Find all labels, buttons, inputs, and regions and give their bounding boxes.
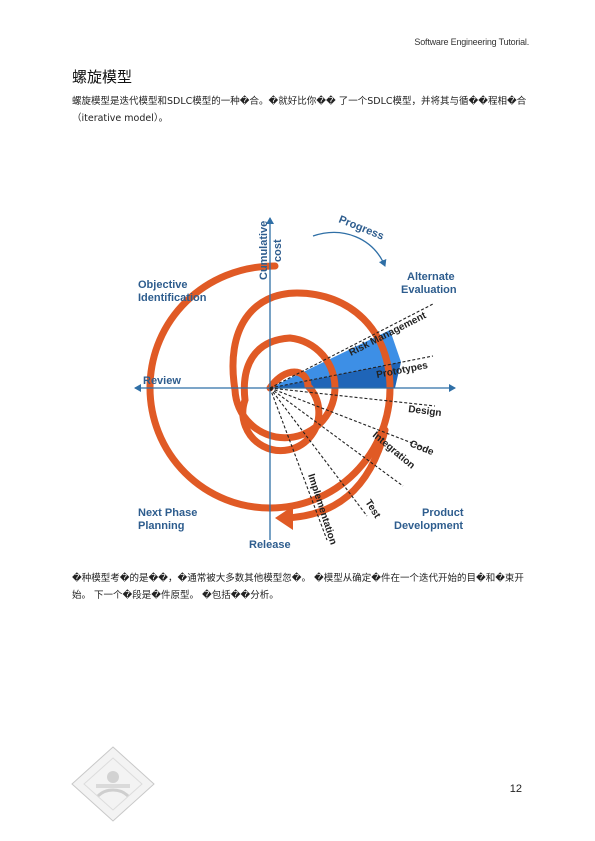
running-header: Software Engineering Tutorial. <box>414 37 529 47</box>
test-label: Test <box>362 498 382 521</box>
alternate-evaluation-label-2: Evaluation <box>401 284 457 296</box>
release-arrowhead <box>275 506 293 530</box>
spiral-model-diagram: Cumulative cost Progress Objective Ident… <box>134 214 464 551</box>
objective-identification-label-2: Identification <box>138 292 207 304</box>
next-phase-planning-label-2: Planning <box>138 520 184 532</box>
code-label: Code <box>408 439 436 459</box>
section-title: 螺旋模型 <box>72 68 133 86</box>
cumulative-cost-label-1: Cumulative <box>258 221 270 280</box>
progress-label: Progress <box>337 214 386 243</box>
release-arrow <box>281 426 389 522</box>
objective-identification-label-1: Objective <box>138 279 188 291</box>
page-number: 12 <box>509 783 522 795</box>
tutorialspoint-logo-icon <box>71 746 155 822</box>
product-development-label-2: Development <box>394 520 463 532</box>
dashed-rays <box>269 303 436 541</box>
design-label: Design <box>408 404 442 419</box>
product-development-label-1: Product <box>422 507 464 519</box>
next-phase-planning-label-1: Next Phase <box>138 507 197 519</box>
intro-paragraph: 螺旋模型是迭代模型和SDLC模型的一种�合。�就好比你�� 了一个SDLC模型，… <box>72 96 527 124</box>
release-label: Release <box>249 539 291 551</box>
cumulative-cost-label-2: cost <box>272 239 284 262</box>
body-paragraph: �种模型考�的是��，�通常被大多数其他模型忽�。 �模型从确定�件在一个迭代开… <box>72 573 524 601</box>
review-label: Review <box>143 375 181 387</box>
progress-arrow <box>312 231 387 267</box>
alternate-evaluation-label-1: Alternate <box>407 271 455 283</box>
